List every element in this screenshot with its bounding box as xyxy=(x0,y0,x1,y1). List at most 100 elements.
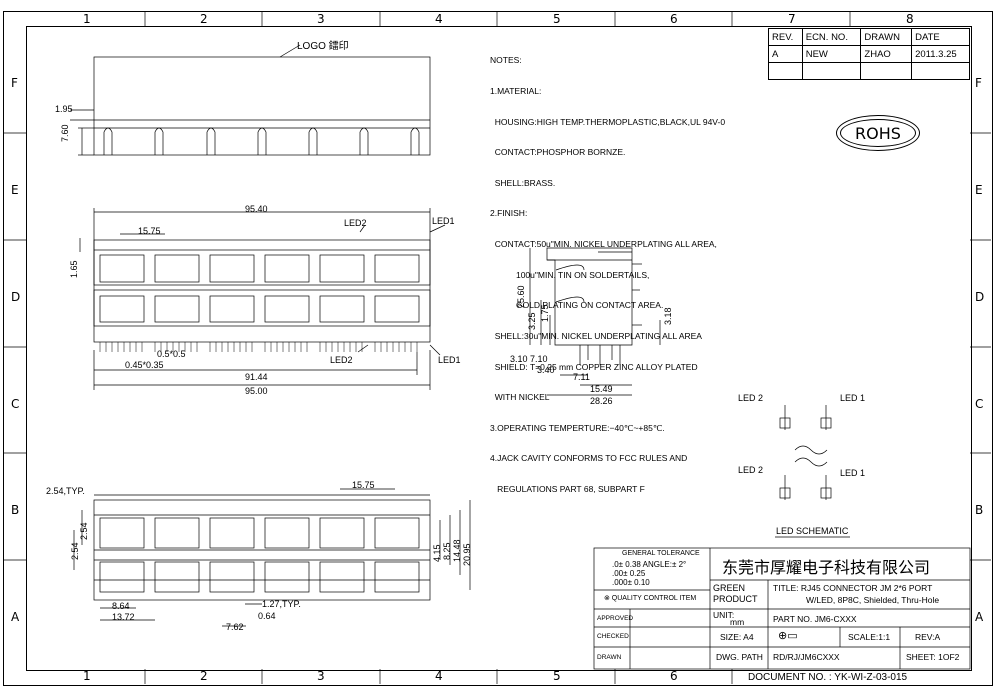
zone-row-d-right: D xyxy=(975,290,985,304)
date-header: DATE xyxy=(911,28,970,46)
dim-1-27-typ: 1.27,TYP. xyxy=(262,599,301,609)
zone-ticks xyxy=(3,11,991,684)
zone-col-3: 3 xyxy=(317,12,325,26)
rohs-text: ROHS xyxy=(855,123,901,143)
front-view-dim-lines xyxy=(79,224,446,390)
side-view-outline xyxy=(529,247,661,396)
zone-col-2: 2 xyxy=(200,12,208,26)
schematic-title: LED SCHEMATIC xyxy=(776,526,849,536)
logo-label: LOGO 鐳印 xyxy=(297,41,349,52)
part-number: PART NO. JM6-CXXX xyxy=(773,614,857,624)
notes-title: NOTES: xyxy=(490,55,522,66)
dim-15-75: 15.75 xyxy=(138,226,161,236)
notes-line: 100u"MIN. TIN ON SOLDERTAILS, xyxy=(490,269,650,280)
projection-icon: ⊕▭ xyxy=(778,630,798,642)
dim-1-75: 1.75 xyxy=(540,304,550,322)
dim-91-44: 91.44 xyxy=(245,372,268,382)
zone-col-2-bottom: 2 xyxy=(200,669,208,683)
notes-line: CONTACT:50u"MIN. NICKEL UNDERPLATING ALL… xyxy=(490,239,717,250)
zone-row-e-right: E xyxy=(975,183,983,197)
drawing-border xyxy=(3,11,993,686)
notes-block: NOTES: 1.MATERIAL: HOUSING:HIGH TEMP.THE… xyxy=(490,35,760,504)
zone-col-5: 5 xyxy=(553,12,561,26)
zone-row-b: B xyxy=(11,503,20,517)
notes-line: REGULATIONS PART 68, SUBPART F xyxy=(490,483,645,494)
zone-row-a-right: A xyxy=(975,610,984,624)
bottom-view-outline xyxy=(93,499,431,601)
rev-value: A xyxy=(768,45,803,63)
dim-7-10: 7.10 xyxy=(530,354,548,364)
dim-0-5: 0.5*0.5 xyxy=(157,349,186,359)
dim-3-40: 3.40 xyxy=(537,365,555,375)
title-line-1: TITLE: RJ45 CONNECTOR JM 2*6 PORT xyxy=(773,583,933,593)
dim-8-25: 8.25 xyxy=(442,542,452,560)
drawn-header: DRAWN xyxy=(860,28,913,46)
tolerance-line-1: .0± 0.38 ANGLE:± 2° xyxy=(612,560,687,569)
dim-2-54-a: 2.54 xyxy=(79,522,89,540)
dim-20-95: 20.95 xyxy=(462,543,472,566)
zone-col-3-bottom: 3 xyxy=(317,669,325,683)
zone-row-c-right: C xyxy=(975,397,984,411)
dim-95-00: 95.00 xyxy=(245,386,268,396)
dim-3-25: 3.25 xyxy=(527,312,537,330)
led2-top-label: LED2 xyxy=(344,218,367,228)
date-value: 2011.3.25 xyxy=(911,45,970,63)
company-name: 东莞市厚耀电子科技有限公司 xyxy=(722,558,931,577)
dim-7-60: 7.60 xyxy=(60,124,70,142)
led1-bottom-label: LED1 xyxy=(438,355,461,365)
dim-28-26: 28.26 xyxy=(590,396,613,406)
green-product: GREEN PRODUCT xyxy=(713,583,758,604)
dim-3-18: 3.18 xyxy=(663,307,673,325)
dwg-path-label: DWG. PATH xyxy=(716,652,763,662)
dim-2-54-typ: 2.54,TYP. xyxy=(46,486,85,496)
dim-13-72: 13.72 xyxy=(112,612,135,622)
revision-row: A NEW ZHAO 2011.3.25 xyxy=(768,45,970,63)
zone-col-8: 8 xyxy=(906,12,914,26)
zone-col-7: 7 xyxy=(788,12,796,26)
tolerance-line-3: .000± 0.10 xyxy=(612,578,650,587)
front-view-ports xyxy=(99,254,420,323)
dim-25-60: 25.60 xyxy=(516,285,526,308)
dim-2-54-b: 2.54 xyxy=(70,542,80,560)
drawing-inner-border xyxy=(26,26,972,671)
revision-table: REV. ECN. NO. DRAWN DATE A NEW ZHAO 2011… xyxy=(768,28,970,80)
dim-1-95: 1.95 xyxy=(55,104,73,114)
led2-bottom-label: LED2 xyxy=(330,355,353,365)
drawn-value: ZHAO xyxy=(860,45,913,63)
notes-line: CONTACT:PHOSPHOR BORNZE. xyxy=(490,147,626,158)
size-label: SIZE: A4 xyxy=(720,632,754,642)
approved-label: APPROVED xyxy=(597,615,634,622)
top-view-pins xyxy=(103,127,420,155)
top-view-outline xyxy=(70,44,431,156)
title-line-2: W/LED, 8P8C, Shielded, Thru-Hole xyxy=(806,595,940,605)
checked-label: CHECKED xyxy=(597,633,629,640)
dim-15-75-bottom: 15.75 xyxy=(352,480,375,490)
front-view-leads xyxy=(99,342,418,352)
dim-95-40: 95.40 xyxy=(245,204,268,214)
zone-row-e: E xyxy=(11,183,19,197)
drawn-label: DRAWN xyxy=(597,654,622,661)
zone-row-f: F xyxy=(11,76,18,90)
schematic-led2-b: LED 2 xyxy=(738,465,764,475)
schematic-led2-a: LED 2 xyxy=(738,393,764,403)
zone-col-6: 6 xyxy=(670,12,678,26)
notes-line: SHELL:30u"MIN. NICKEL UNDERPLATING ALL A… xyxy=(490,330,702,341)
led-schematic-lines xyxy=(775,405,850,538)
front-view-outline xyxy=(93,208,431,343)
quality-control-item: ⊗ QUALITY CONTROL ITEM xyxy=(604,595,697,602)
bottom-view-ports xyxy=(99,517,420,593)
zone-row-c: C xyxy=(11,397,20,411)
notes-line: 1.MATERIAL: xyxy=(490,86,542,97)
rev-header: REV. xyxy=(768,28,803,46)
dwg-path-value: RD/RJ/JM6CXXX xyxy=(773,652,840,662)
dim-14-48: 14.48 xyxy=(452,539,462,562)
rev-label: REV:A xyxy=(915,632,941,642)
notes-line: 4.JACK CAVITY CONFORMS TO FCC RULES AND xyxy=(490,453,688,464)
dim-3-10: 3.10 xyxy=(510,354,528,364)
zone-col-5-bottom: 5 xyxy=(553,669,561,683)
ecn-header: ECN. NO. xyxy=(801,28,862,46)
notes-line: SHIELD: T=0.25 mm COPPER ZINC ALLOY PLAT… xyxy=(490,361,698,372)
scale-label: SCALE:1:1 xyxy=(848,632,891,642)
dim-8-64: 8.64 xyxy=(112,601,130,611)
